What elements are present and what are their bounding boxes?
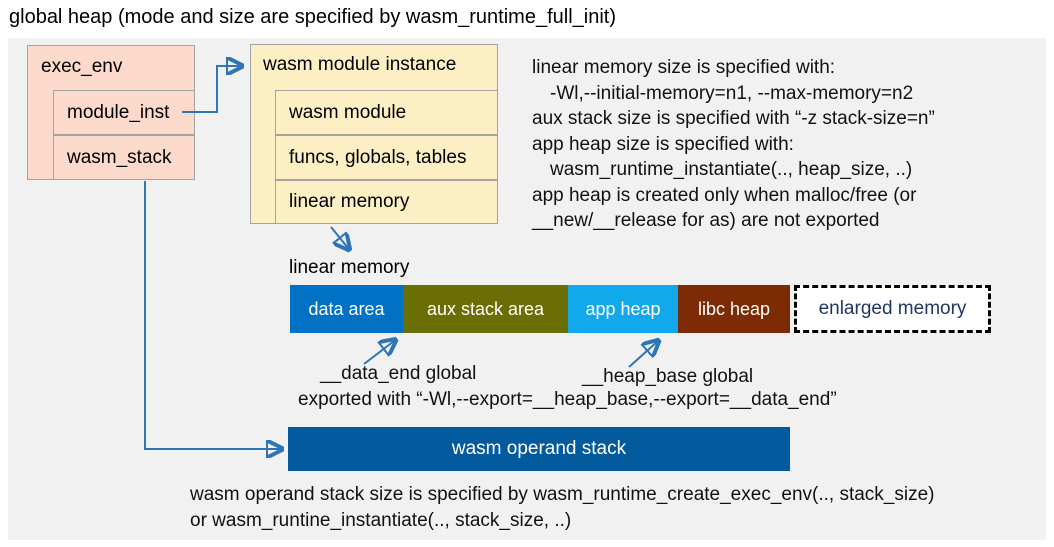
module-inst-label: module_inst — [67, 101, 170, 123]
note-line: __new/__release for as) are not exported — [532, 210, 880, 231]
libc-heap-segment: libc heap — [678, 285, 790, 333]
enlarged-memory-box: enlarged memory — [794, 285, 991, 333]
wasm-operand-stack-label: wasm operand stack — [451, 438, 627, 459]
linear-memory-row-label: linear memory — [289, 191, 410, 212]
note-line: -Wl,--initial-memory=n1, --max-memory=n2 — [550, 82, 914, 104]
wasm-stack-box: wasm_stack — [53, 135, 195, 180]
module-inst-box: module_inst — [53, 90, 195, 135]
aux-stack-area-segment: aux stack area — [403, 285, 568, 333]
app-heap-segment: app heap — [568, 285, 678, 333]
note-line: app heap size is specified with: — [532, 133, 794, 155]
wasm-operand-stack-bar: wasm operand stack — [288, 427, 790, 471]
note-line: wasm_runtime_instantiate(.., heap_size, … — [550, 159, 913, 180]
bottom-caption-line1: wasm operand stack size is specified by … — [190, 484, 935, 505]
enlarged-memory-label: enlarged memory — [818, 298, 967, 319]
app-heap-label: app heap — [585, 298, 661, 319]
data-area-label: data area — [308, 298, 385, 319]
linear-memory-bar: data area aux stack area app heap libc h… — [290, 285, 790, 333]
wasm-module-box: wasm module — [275, 90, 498, 135]
heap-base-global-annotation: __heap_base global — [582, 366, 754, 387]
linear-memory-caption: linear memory — [289, 257, 410, 278]
diagram-title: global heap (mode and size are specified… — [9, 6, 616, 28]
note-line: app heap is created only when malloc/fre… — [532, 184, 917, 206]
notes-block: linear memory size is specified with: -W… — [532, 55, 935, 234]
wasm-module-instance-label: wasm module instance — [263, 54, 457, 75]
libc-heap-label: libc heap — [697, 298, 771, 319]
exec-env-label: exec_env — [41, 56, 123, 77]
wasm-module-label: wasm module — [289, 101, 407, 123]
data-end-global-annotation: __data_end global — [320, 363, 477, 384]
exported-with-annotation: exported with “-Wl,--export=__heap_base,… — [298, 389, 837, 410]
note-line: aux stack size is specified with “-z sta… — [532, 108, 935, 129]
data-area-segment: data area — [290, 285, 403, 333]
funcs-globals-tables-label: funcs, globals, tables — [289, 146, 467, 168]
linear-memory-box: linear memory — [275, 180, 498, 224]
funcs-globals-tables-box: funcs, globals, tables — [275, 135, 498, 180]
note-line: linear memory size is specified with: — [532, 57, 836, 78]
bottom-caption: wasm operand stack size is specified by … — [190, 482, 935, 534]
aux-stack-area-label: aux stack area — [426, 298, 545, 319]
bottom-caption-line2: or wasm_runtine_instantiate(.., stack_si… — [190, 510, 572, 531]
wasm-stack-label: wasm_stack — [67, 146, 172, 168]
